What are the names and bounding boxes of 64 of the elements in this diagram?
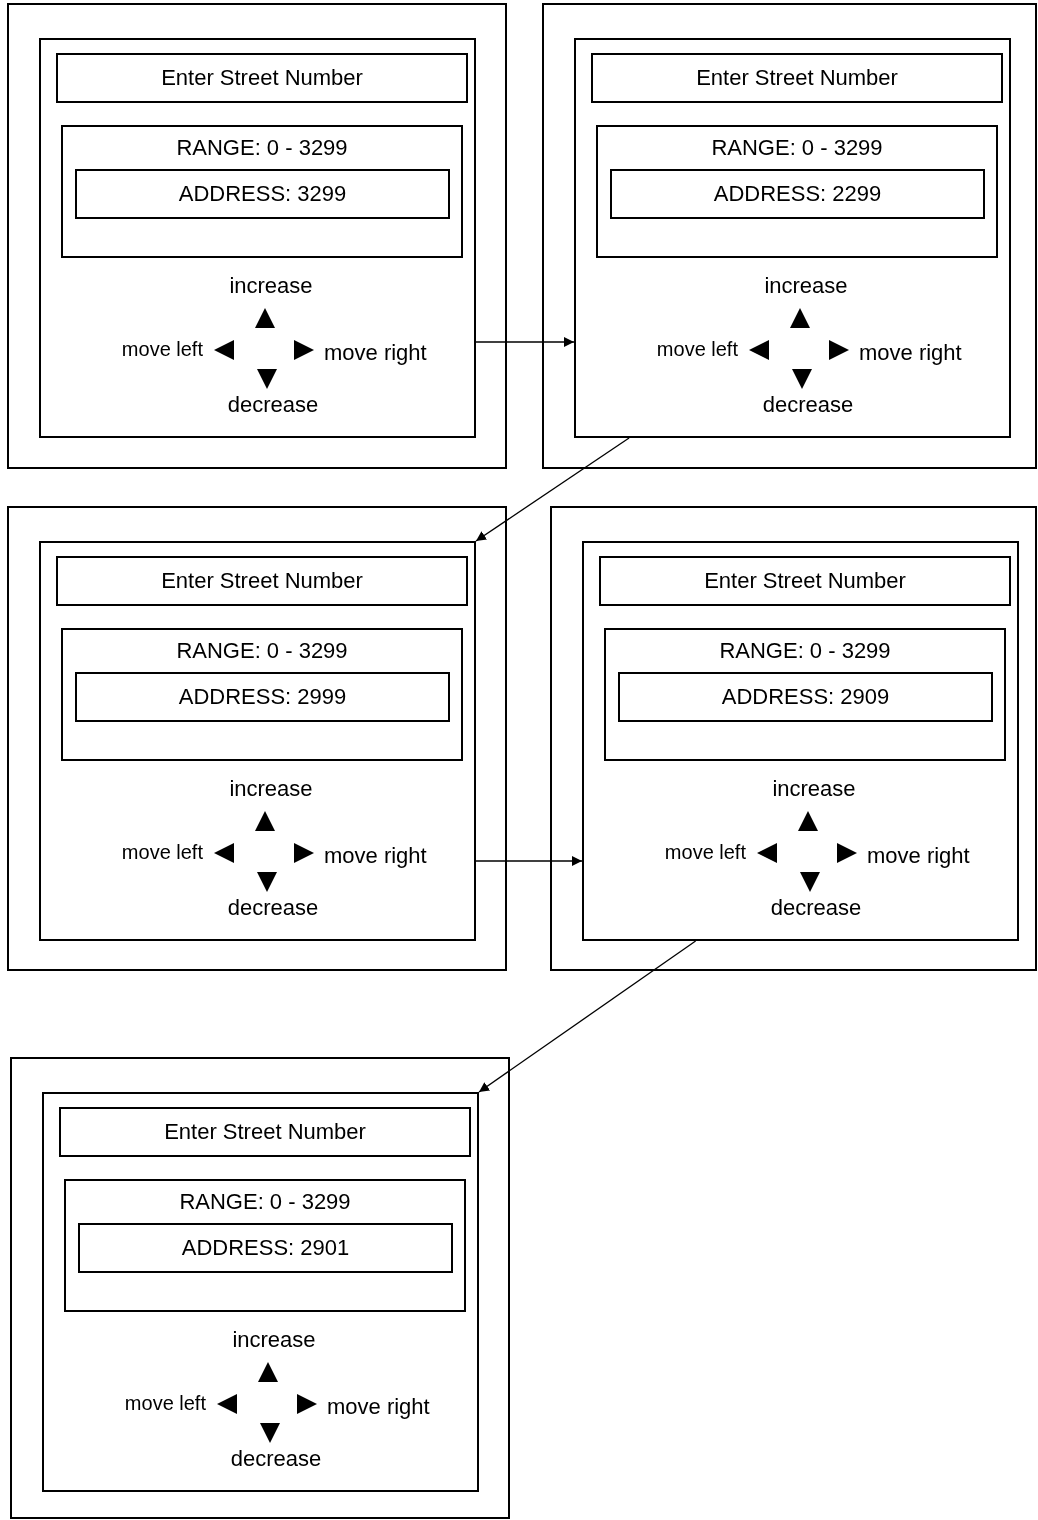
screen-panel [39, 38, 476, 438]
decrease-label: decrease [226, 392, 320, 418]
increase-label: increase [231, 1327, 317, 1353]
move-right-label: move right [867, 843, 970, 869]
arrow [475, 856, 583, 866]
address-box [75, 672, 450, 722]
address-box [610, 169, 985, 219]
increase-label: increase [228, 776, 314, 802]
range-text: RANGE: 0 - 3299 [175, 135, 349, 161]
title-box [56, 556, 468, 606]
address-text: ADDRESS: 2909 [720, 684, 891, 710]
address-text: ADDRESS: 2999 [177, 684, 348, 710]
range-text: RANGE: 0 - 3299 [175, 638, 349, 664]
move-right-label: move right [859, 340, 962, 366]
title-text: Enter Street Number [163, 1119, 367, 1145]
address-text: ADDRESS: 2299 [712, 181, 883, 207]
title-text: Enter Street Number [160, 568, 364, 594]
range-text: RANGE: 0 - 3299 [718, 638, 892, 664]
move-left-label: move left [121, 338, 203, 361]
address-box [75, 169, 450, 219]
address-box [78, 1223, 453, 1273]
move-left-label: move left [664, 841, 746, 864]
increase-label: increase [228, 273, 314, 299]
move-right-label: move right [324, 340, 427, 366]
move-left-label: move left [656, 338, 738, 361]
title-box [591, 53, 1003, 103]
arrow [475, 337, 575, 347]
title-box [59, 1107, 471, 1157]
decrease-label: decrease [226, 895, 320, 921]
address-box [618, 672, 993, 722]
title-box [56, 53, 468, 103]
screen-frame [10, 1057, 510, 1519]
decrease-label: decrease [769, 895, 863, 921]
address-text: ADDRESS: 2901 [180, 1235, 351, 1261]
address-text: ADDRESS: 3299 [177, 181, 348, 207]
move-left-label: move left [121, 841, 203, 864]
title-text: Enter Street Number [160, 65, 364, 91]
title-text: Enter Street Number [703, 568, 907, 594]
decrease-label: decrease [229, 1446, 323, 1472]
screen-frame [7, 506, 507, 971]
increase-label: increase [771, 776, 857, 802]
title-text: Enter Street Number [695, 65, 899, 91]
range-box [596, 125, 998, 258]
screen-panel [574, 38, 1011, 438]
increase-label: increase [763, 273, 849, 299]
screen-frame [550, 506, 1037, 971]
decrease-label: decrease [761, 392, 855, 418]
move-left-label: move left [124, 1392, 206, 1415]
range-box [61, 125, 463, 258]
arrow [475, 437, 630, 542]
range-box [604, 628, 1006, 761]
title-box [599, 556, 1011, 606]
screen-panel [42, 1092, 479, 1492]
move-right-label: move right [324, 843, 427, 869]
range-box [61, 628, 463, 761]
range-text: RANGE: 0 - 3299 [710, 135, 884, 161]
screen-frame [7, 3, 507, 469]
move-right-label: move right [327, 1394, 430, 1420]
range-text: RANGE: 0 - 3299 [178, 1189, 352, 1215]
screen-panel [582, 541, 1019, 941]
range-box [64, 1179, 466, 1312]
screen-frame [542, 3, 1037, 469]
screen-panel [39, 541, 476, 941]
arrow [478, 940, 697, 1093]
